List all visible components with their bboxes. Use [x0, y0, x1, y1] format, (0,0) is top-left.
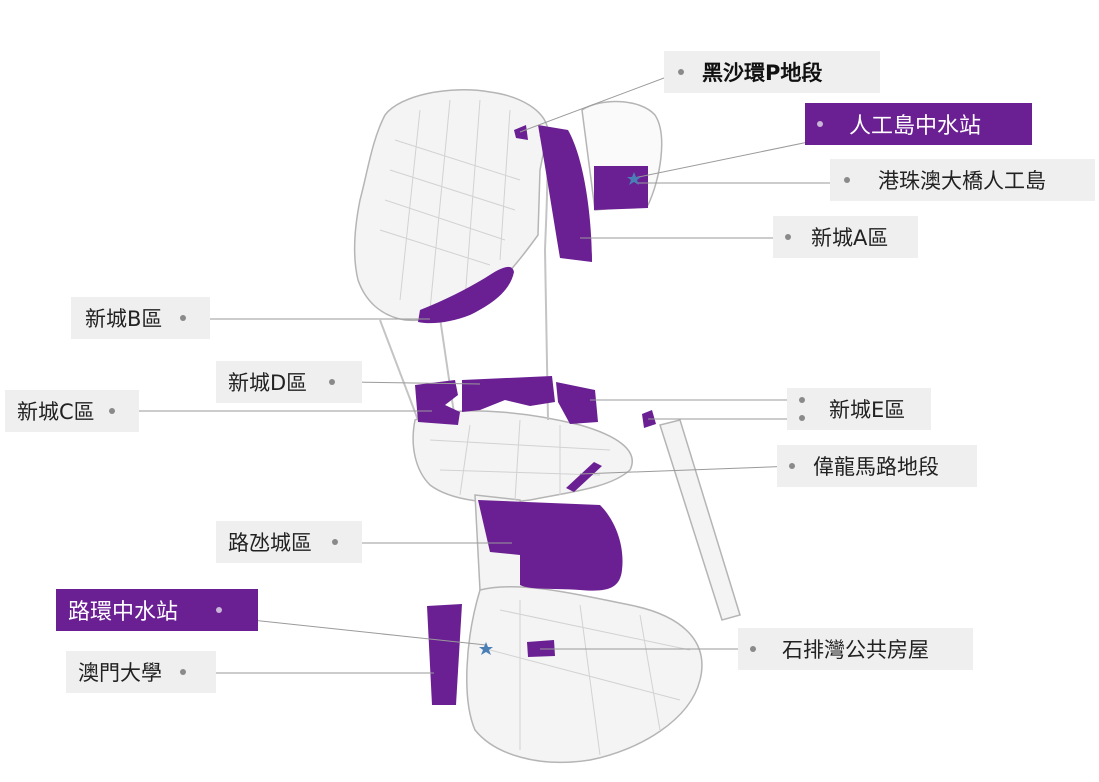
label-text: 黑沙環P地段: [702, 61, 823, 85]
label-zone-b[interactable]: 新城B區: [71, 297, 210, 339]
label-hzmb-island[interactable]: 港珠澳大橋人工島: [830, 159, 1095, 201]
label-text: 新城E區: [829, 398, 906, 422]
label-text: 新城A區: [811, 226, 889, 250]
zone-hzmb-island: [594, 166, 648, 210]
dot-icon: [678, 69, 684, 75]
label-text: 新城D區: [228, 371, 308, 395]
label-text: 新城B區: [85, 307, 163, 331]
label-text: 人工島中水站: [849, 114, 982, 139]
label-text: 石排灣公共房屋: [782, 638, 929, 662]
star-icon: [627, 172, 641, 185]
label-zone-d[interactable]: 新城D區: [216, 361, 362, 403]
dot-icon: [785, 234, 791, 240]
dot-icon: [750, 646, 756, 652]
zone-hac-sa-wan-p: [514, 125, 528, 140]
dot-icon: [332, 539, 338, 545]
label-text: 澳門大學: [78, 661, 162, 685]
label-hac-sa-wan-p[interactable]: 黑沙環P地段: [664, 51, 880, 93]
label-text: 偉龍馬路地段: [813, 455, 939, 479]
dot-icon: [789, 463, 795, 469]
zone-d2: [556, 382, 598, 424]
label-coloane-station[interactable]: 路環中水站: [56, 589, 258, 631]
zone-c: [415, 380, 460, 425]
label-zone-e[interactable]: 新城E區: [787, 388, 931, 430]
label-cotai[interactable]: 路氹城區: [216, 521, 362, 563]
zones: [415, 125, 656, 705]
label-university-macau[interactable]: 澳門大學: [66, 651, 216, 693]
dot-icon: [844, 177, 850, 183]
label-artificial-island-station[interactable]: 人工島中水站: [805, 103, 1032, 145]
zone-d: [462, 376, 555, 412]
label-zone-a[interactable]: 新城A區: [773, 216, 918, 258]
zone-wai-long: [566, 462, 602, 492]
zone-cotai: [478, 500, 623, 591]
label-text: 新城C區: [17, 400, 95, 424]
star-icon: [479, 642, 493, 655]
label-seac-pai-van[interactable]: 石排灣公共房屋: [738, 628, 973, 670]
label-text: 港珠澳大橋人工島: [878, 169, 1046, 193]
street-grid: [379, 99, 691, 756]
dot-icon: [817, 121, 823, 127]
label-wai-long-road[interactable]: 偉龍馬路地段: [777, 445, 977, 487]
zone-a: [538, 125, 592, 262]
dot-icon: [799, 415, 805, 421]
zone-b: [418, 266, 514, 324]
label-text: 路氹城區: [228, 531, 312, 555]
leader-lines: [126, 71, 846, 674]
dot-icon: [180, 669, 186, 675]
label-zone-c[interactable]: 新城C區: [5, 390, 139, 432]
dot-icon: [799, 397, 805, 403]
zone-university: [427, 604, 462, 705]
dot-icon: [329, 379, 336, 385]
label-text: 路環中水站: [68, 600, 179, 625]
dot-pair: [799, 397, 805, 421]
dot-icon: [108, 408, 115, 414]
dot-icon: [216, 607, 223, 613]
dot-icon: [180, 315, 187, 321]
station-markers: [479, 172, 641, 655]
